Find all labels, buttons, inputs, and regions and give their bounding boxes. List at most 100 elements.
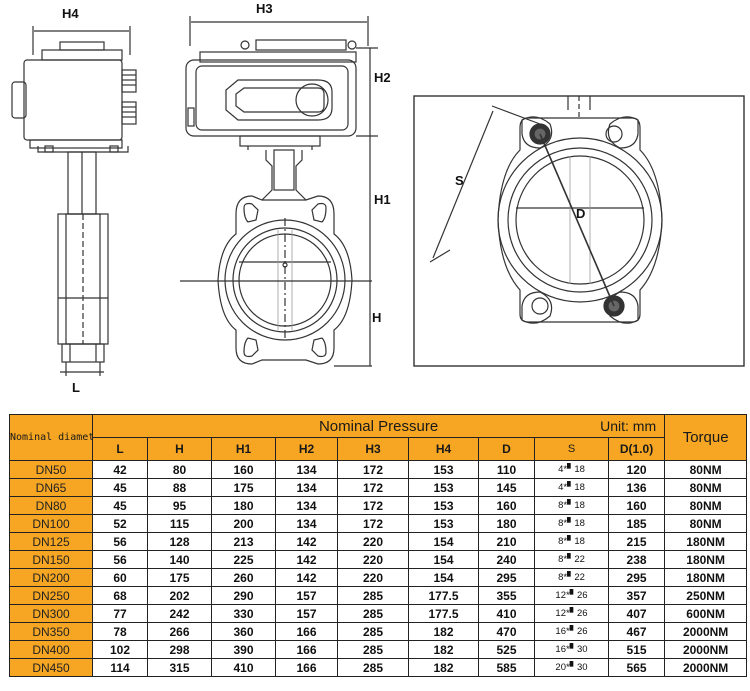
specification-table: Nominal diameter Nominal Pressure Unit: … <box>9 414 748 677</box>
table-cell: 134 <box>275 460 338 479</box>
nominal-diameter-cell: DN100 <box>9 514 93 533</box>
table-cell: 180NM <box>664 568 748 587</box>
table-cell: 525 <box>478 640 535 659</box>
table-cell: 128 <box>147 532 212 551</box>
nominal-diameter-cell: DN300 <box>9 604 93 623</box>
table-cell: 185 <box>607 514 666 533</box>
dim-label-h2: H2 <box>374 70 391 85</box>
table-cell: 180NM <box>664 532 748 551</box>
table-cell: 260 <box>211 568 276 587</box>
table-cell: 357 <box>607 586 666 605</box>
nominal-diameter-header: Nominal diameter <box>9 414 93 461</box>
table-cell: 166 <box>275 622 338 641</box>
table-cell: 110 <box>478 460 535 479</box>
table-cell: 12*▘26 <box>534 604 609 623</box>
table-cell: 4*▘18 <box>534 478 609 497</box>
table-cell: 285 <box>337 586 409 605</box>
table-cell: 20*▘30 <box>534 658 609 677</box>
table-cell: 142 <box>275 568 338 587</box>
table-cell: 12*▘26 <box>534 586 609 605</box>
table-cell: 166 <box>275 640 338 659</box>
table-cell: 95 <box>147 496 212 515</box>
table-cell: 80NM <box>664 514 748 533</box>
table-cell: 298 <box>147 640 212 659</box>
nominal-diameter-cell: DN200 <box>9 568 93 587</box>
table-cell: 60 <box>92 568 148 587</box>
table-cell: 56 <box>92 532 148 551</box>
table-cell: 220 <box>337 532 409 551</box>
nominal-diameter-cell: DN150 <box>9 550 93 569</box>
table-cell: 140 <box>147 550 212 569</box>
table-cell: 315 <box>147 658 212 677</box>
table-cell: 8*▘18 <box>534 514 609 533</box>
table-cell: 410 <box>211 658 276 677</box>
table-cell: 16*▘30 <box>534 640 609 659</box>
table-cell: 266 <box>147 622 212 641</box>
table-cell: 154 <box>408 550 479 569</box>
nominal-diameter-cell: DN350 <box>9 622 93 641</box>
front-view <box>180 16 378 367</box>
dim-label-h: H <box>372 310 381 325</box>
table-cell: 290 <box>211 586 276 605</box>
unit-label: Unit: mm <box>600 418 657 434</box>
table-cell: 8*▘18 <box>534 496 609 515</box>
table-cell: 295 <box>478 568 535 587</box>
table-cell: 134 <box>275 496 338 515</box>
table-cell: 220 <box>337 568 409 587</box>
column-header-d: D <box>478 437 535 461</box>
table-cell: 242 <box>147 604 212 623</box>
table-cell: 154 <box>408 532 479 551</box>
dim-label-l: L <box>72 380 80 395</box>
table-cell: 153 <box>408 514 479 533</box>
column-header-s: S <box>534 437 609 461</box>
table-cell: 120 <box>607 460 666 479</box>
table-cell: 154 <box>408 568 479 587</box>
table-cell: 240 <box>478 550 535 569</box>
side-view <box>11 26 137 376</box>
table-cell: 182 <box>408 640 479 659</box>
nominal-diameter-cell: DN400 <box>9 640 93 659</box>
table-cell: 80NM <box>664 478 748 497</box>
column-header-h3: H3 <box>337 437 409 461</box>
nominal-diameter-cell: DN65 <box>9 478 93 497</box>
table-cell: 565 <box>607 658 666 677</box>
table-cell: 134 <box>275 478 338 497</box>
table-cell: 175 <box>211 478 276 497</box>
table-cell: 355 <box>478 586 535 605</box>
table-cell: 78 <box>92 622 148 641</box>
table-cell: 134 <box>275 514 338 533</box>
table-cell: 16*▘26 <box>534 622 609 641</box>
table-cell: 177.5 <box>408 586 479 605</box>
column-header-h: H <box>147 437 212 461</box>
table-cell: 202 <box>147 586 212 605</box>
table-cell: 177.5 <box>408 604 479 623</box>
table-cell: 407 <box>607 604 666 623</box>
table-cell: 8*▘18 <box>534 532 609 551</box>
table-cell: 213 <box>211 532 276 551</box>
table-cell: 330 <box>211 604 276 623</box>
nominal-pressure-header: Nominal Pressure Unit: mm <box>91 414 666 438</box>
valve-technical-drawing: H4 L <box>11 1 745 395</box>
table-cell: 102 <box>92 640 148 659</box>
table-cell: 4*▘18 <box>534 460 609 479</box>
table-cell: 210 <box>478 532 535 551</box>
table-cell: 175 <box>147 568 212 587</box>
table-cell: 360 <box>211 622 276 641</box>
dim-label-d: D <box>576 206 585 221</box>
table-cell: 114 <box>92 658 148 677</box>
table-cell: 182 <box>408 658 479 677</box>
table-cell: 77 <box>92 604 148 623</box>
table-cell: 285 <box>337 622 409 641</box>
torque-header: Torque <box>664 414 748 461</box>
